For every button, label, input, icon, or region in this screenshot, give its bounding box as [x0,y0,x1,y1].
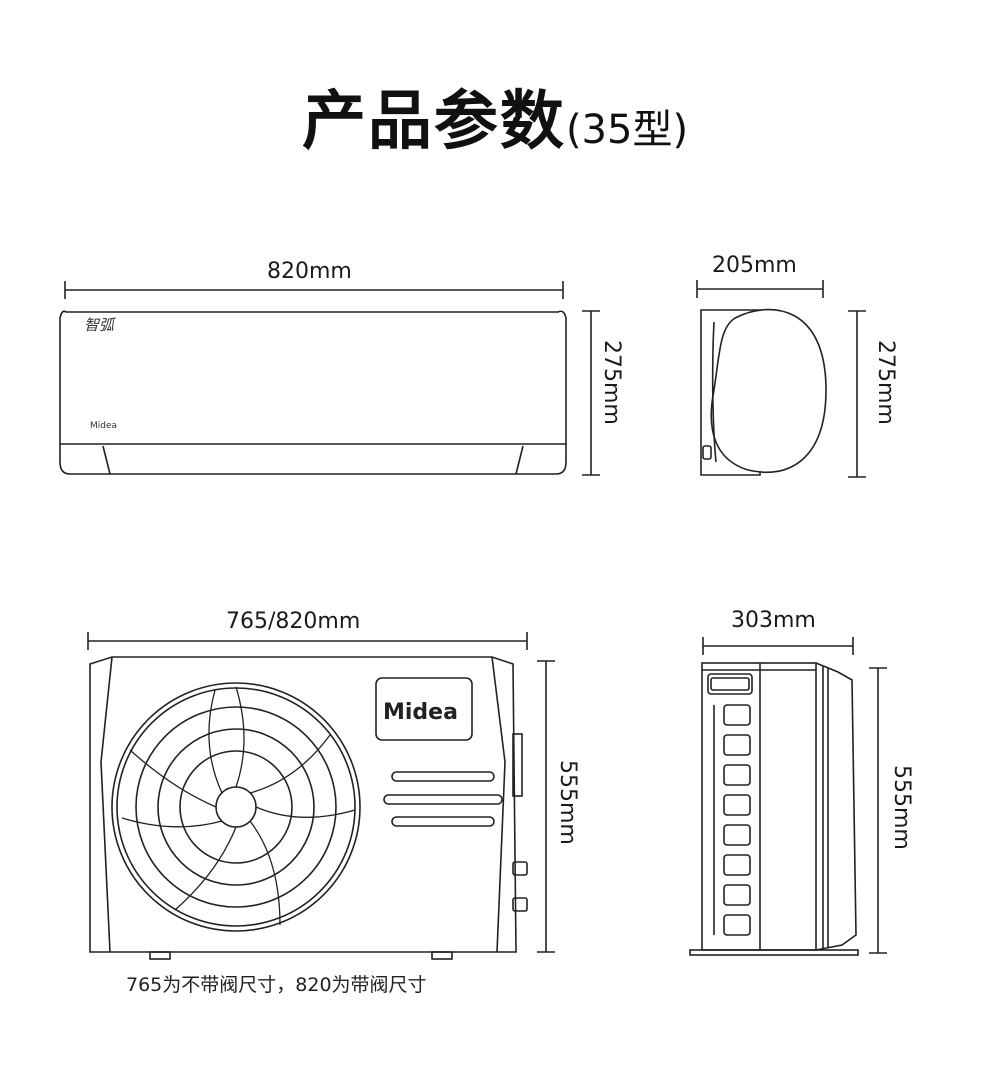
outdoor-side-height-dimension [869,667,887,954]
page-title: 产品参数(35型) [0,70,990,162]
indoor-side-height-label: 275mm [873,340,898,425]
outdoor-side-depth-label: 303mm [731,608,816,633]
outdoor-front-height-label: 555mm [555,760,580,845]
indoor-front-height-dimension [582,310,600,476]
outdoor-front-width-dimension [87,632,528,650]
outdoor-brand-logo: Midea [383,700,458,725]
outdoor-front-height-dimension [537,660,555,953]
series-logo: 智弧 [84,316,117,334]
indoor-side-height-dimension [848,310,866,478]
indoor-front-width-dimension [64,281,564,299]
indoor-front-height-label: 275mm [599,340,624,425]
outdoor-front-width-label: 765/820mm [226,609,361,634]
indoor-front-width-label: 820mm [267,259,352,284]
outdoor-unit-side [689,662,859,956]
outdoor-side-height-label: 555mm [889,765,914,850]
indoor-side-depth-label: 205mm [712,253,797,278]
indoor-brand-logo: Midea [90,421,117,431]
fan-grille [111,682,361,932]
valve-size-note: 765为不带阀尺寸，820为带阀尺寸 [126,974,427,996]
title-model: (35型) [565,107,689,153]
outdoor-side-depth-dimension [702,637,854,655]
title-main: 产品参数 [301,85,566,159]
indoor-unit-side [700,308,827,476]
indoor-unit-front [59,310,567,475]
outdoor-unit-front [89,656,528,960]
indoor-side-depth-dimension [696,280,824,298]
